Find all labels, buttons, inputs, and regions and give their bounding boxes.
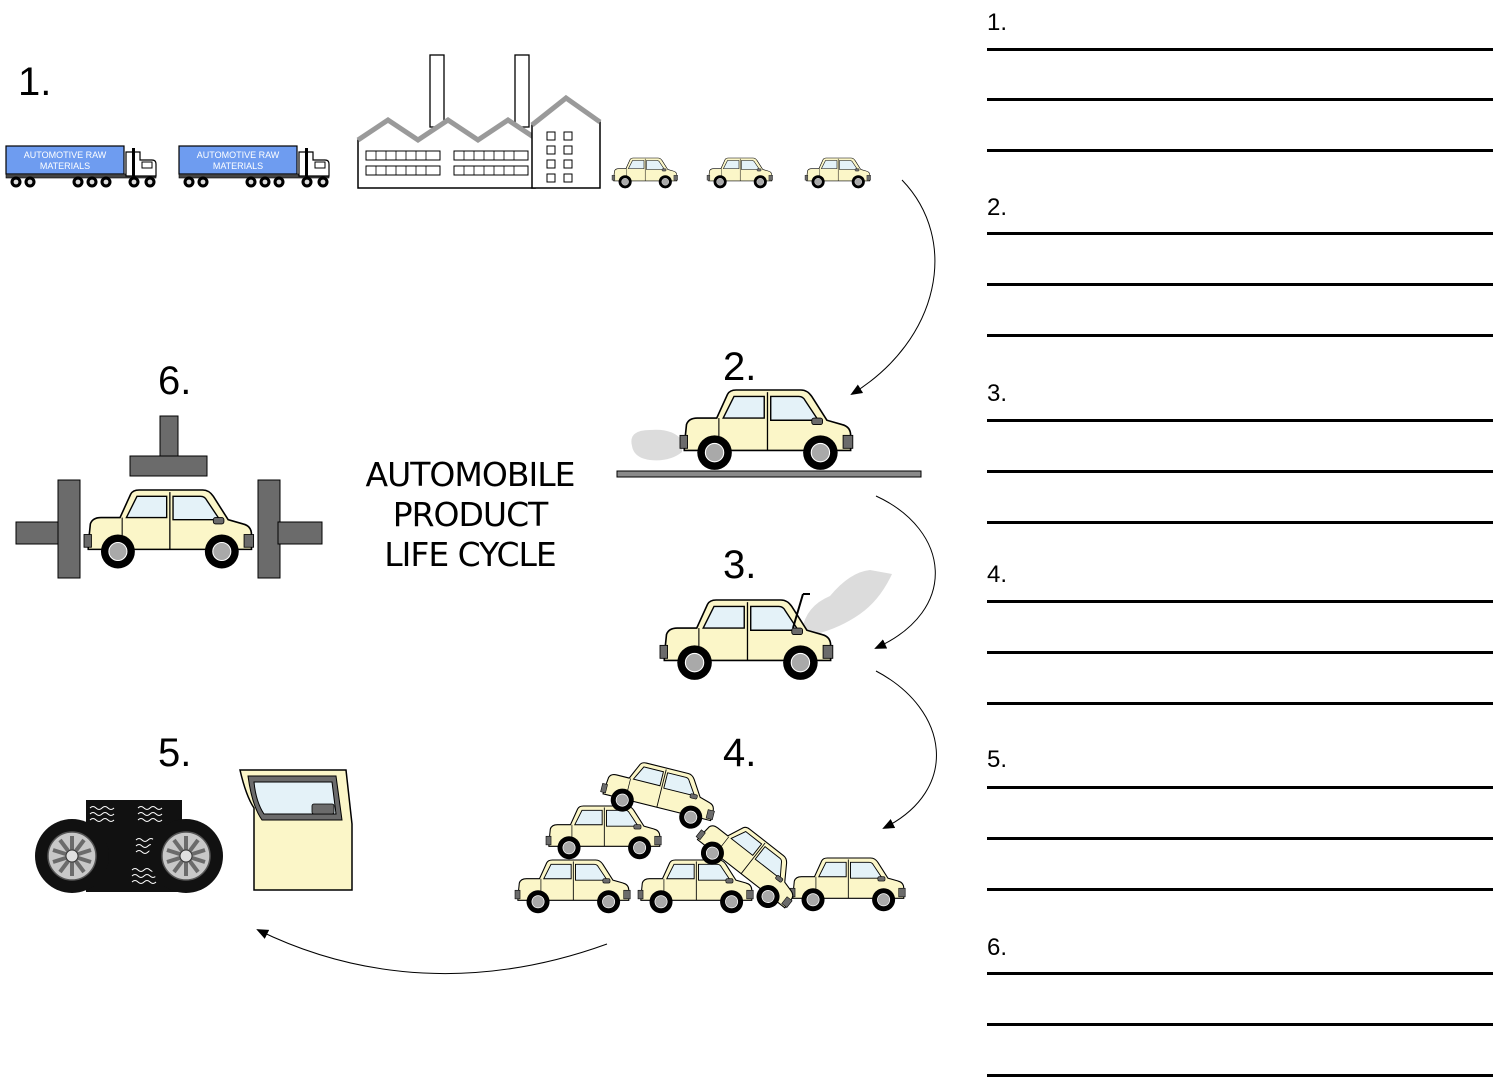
answer-line[interactable] (987, 702, 1493, 705)
tire-stack (33, 800, 225, 895)
arrow-4-to-5 (256, 929, 608, 975)
answer-line[interactable] (987, 470, 1493, 473)
answer-line[interactable] (987, 232, 1493, 235)
answer-line[interactable] (987, 786, 1493, 789)
stage-number-4: 4. (723, 731, 757, 775)
stage-number-2: 2. (723, 345, 757, 389)
open-hood (792, 593, 804, 629)
stage-number-1: 1. (18, 60, 52, 104)
title-line-2: PRODUCT (392, 495, 549, 534)
road (616, 470, 922, 478)
arrow-1-to-2 (850, 179, 936, 396)
junk-car (545, 805, 662, 860)
stage-number-3: 3. (723, 543, 757, 587)
answer-line[interactable] (987, 283, 1493, 286)
worksheet-label-4: 4. (987, 561, 1008, 588)
exhaust-smoke (631, 429, 682, 461)
arrow-2-to-3 (874, 495, 936, 649)
broken-down-car (659, 599, 834, 681)
diagram-title: AUTOMOBILE PRODUCT LIFE CYCLE (345, 455, 595, 575)
junk-car (514, 859, 631, 914)
answer-line[interactable] (987, 600, 1493, 603)
answer-line[interactable] (987, 98, 1493, 101)
title-line-1: AUTOMOBILE (365, 455, 576, 494)
truck-label-line-1: AUTOMOTIVE RAW (24, 150, 107, 160)
answer-line[interactable] (987, 1023, 1493, 1026)
life-cycle-diagram: AUTOMOTIVE RAW MATERIALS AUTOMOTIVE RAW … (5, 54, 937, 975)
title-line-3: LIFE CYCLE (384, 535, 557, 574)
answer-line[interactable] (987, 48, 1493, 51)
cycle-arrows (256, 179, 937, 975)
answer-line[interactable] (987, 521, 1493, 524)
stage-number-5: 5. (158, 731, 192, 775)
new-car (611, 157, 678, 189)
answer-line[interactable] (987, 837, 1493, 840)
worksheet-label-3: 3. (987, 380, 1008, 407)
truck-label-line-2: MATERIALS (40, 161, 90, 171)
answer-line[interactable] (987, 334, 1493, 337)
answer-line[interactable] (987, 888, 1493, 891)
junk-car (789, 857, 906, 912)
truck-label-line-1: AUTOMOTIVE RAW (197, 150, 280, 160)
worksheet-label-1: 1. (987, 9, 1008, 36)
car-being-crushed (83, 489, 255, 570)
worksheet-label-6: 6. (987, 934, 1008, 961)
stage-number-6: 6. (158, 359, 192, 403)
raw-materials-truck: AUTOMOTIVE RAW MATERIALS (178, 145, 330, 189)
arrow-3-to-4 (875, 670, 937, 829)
worksheet-label-2: 2. (987, 194, 1008, 221)
car-crusher (15, 415, 323, 579)
answer-line[interactable] (987, 972, 1493, 975)
junk-car (686, 805, 812, 920)
car-door (239, 769, 353, 891)
answer-line[interactable] (987, 651, 1493, 654)
answer-line[interactable] (987, 1074, 1493, 1077)
raw-materials-truck: AUTOMOTIVE RAW MATERIALS (5, 145, 157, 189)
truck-label-line-2: MATERIALS (213, 161, 263, 171)
new-car (706, 157, 773, 189)
car-in-use (679, 389, 854, 471)
answer-line[interactable] (987, 149, 1493, 152)
answer-line[interactable] (987, 419, 1493, 422)
factory (356, 54, 602, 189)
engine-smoke (802, 570, 892, 634)
worksheet-label-5: 5. (987, 746, 1008, 773)
new-car (804, 157, 871, 189)
